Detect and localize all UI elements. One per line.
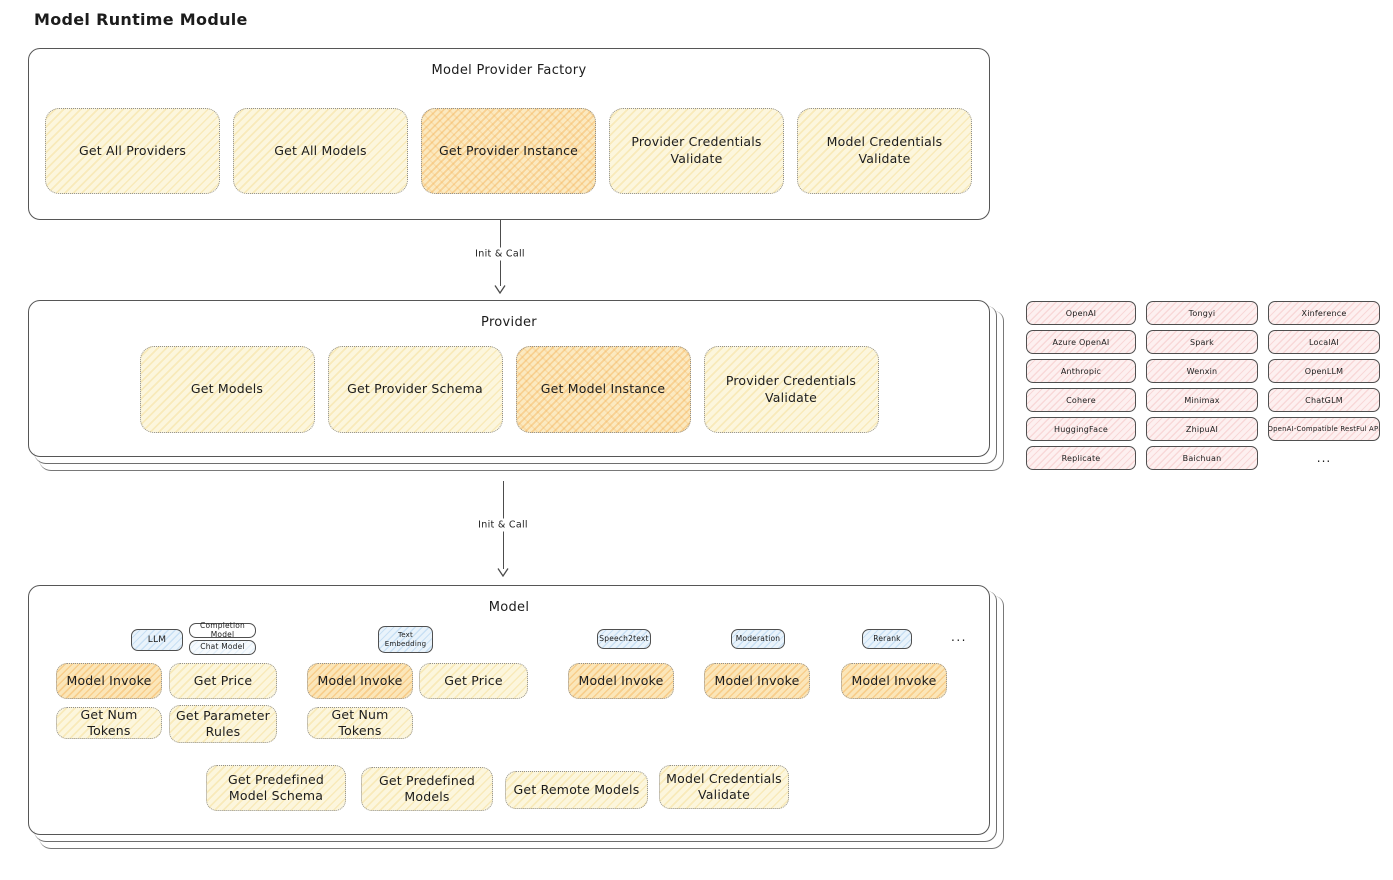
model-title: Model: [488, 600, 530, 615]
providers-grid: OpenAI Tongyi Xinference Azure OpenAI Sp…: [1026, 301, 1380, 470]
provider-chip-anthropic: Anthropic: [1026, 359, 1136, 383]
arrow-head-icon: [497, 568, 509, 577]
factory-container: Model Provider Factory Get All Providers…: [28, 48, 990, 220]
node-get-model-instance: Get Model Instance: [515, 346, 691, 433]
node-get-models: Get Models: [139, 346, 315, 433]
factory-row: Get All Providers Get All Models Get Pro…: [45, 108, 972, 194]
provider-container: Provider Get Models Get Provider Schema …: [28, 300, 1004, 471]
op-model-credentials-validate: Model Credentials Validate: [659, 765, 789, 809]
node-get-all-providers: Get All Providers: [45, 108, 220, 194]
arrow-label-init-call-2: Init & Call: [473, 518, 533, 532]
provider-chip-xinference: Xinference: [1268, 301, 1380, 325]
op-get-predefined-models: Get Predefined Models: [361, 767, 493, 811]
op-embedding-get-num-tokens: Get Num Tokens: [307, 707, 413, 739]
node-model-credentials-validate: Model Credentials Validate: [797, 108, 972, 194]
provider-chip-wenxin: Wenxin: [1146, 359, 1258, 383]
node-get-provider-schema: Get Provider Schema: [327, 346, 503, 433]
op-get-remote-models: Get Remote Models: [505, 771, 648, 809]
provider-chip-replicate: Replicate: [1026, 446, 1136, 470]
provider-row: Get Models Get Provider Schema Get Model…: [29, 346, 989, 433]
node-provider-credentials-validate-2: Provider Credentials Validate: [703, 346, 879, 433]
op-rerank-model-invoke: Model Invoke: [841, 663, 947, 699]
arrow-label-init-call-1: Init & Call: [470, 247, 530, 261]
provider-chip-openai-compatible: OpenAI-Compatible RestFul API: [1268, 417, 1380, 441]
provider-chip-spark: Spark: [1146, 330, 1258, 354]
arrow-provider-to-model: Init & Call: [473, 481, 533, 577]
op-embedding-model-invoke: Model Invoke: [307, 663, 413, 699]
tag-moderation: Moderation: [731, 629, 785, 649]
op-embedding-get-price: Get Price: [419, 663, 528, 699]
provider-chip-localai: LocalAI: [1268, 330, 1380, 354]
provider-chip-azure-openai: Azure OpenAI: [1026, 330, 1136, 354]
node-provider-credentials-validate: Provider Credentials Validate: [609, 108, 784, 194]
op-moderation-model-invoke: Model Invoke: [704, 663, 810, 699]
tag-completion-model: Completion Model: [189, 621, 256, 638]
model-container: Model LLM Completion Model Chat Model Te…: [28, 585, 1004, 849]
tag-chat-model: Chat Model: [189, 640, 256, 655]
tag-rerank: Rerank: [862, 629, 912, 649]
model-tags-ellipsis: ...: [951, 630, 967, 644]
provider-chip-zhipuai: ZhipuAI: [1146, 417, 1258, 441]
tag-text-embedding: Text Embedding: [378, 626, 433, 653]
provider-chip-openllm: OpenLLM: [1268, 359, 1380, 383]
arrow-head-icon: [494, 285, 506, 294]
op-speech2text-model-invoke: Model Invoke: [568, 663, 674, 699]
provider-chip-baichuan: Baichuan: [1146, 446, 1258, 470]
op-llm-get-num-tokens: Get Num Tokens: [56, 707, 162, 739]
provider-chip-ellipsis: ...: [1316, 451, 1332, 465]
page-title: Model Runtime Module: [34, 10, 248, 29]
node-get-provider-instance: Get Provider Instance: [421, 108, 596, 194]
op-get-predefined-model-schema: Get Predefined Model Schema: [206, 765, 346, 811]
op-llm-get-parameter-rules: Get Parameter Rules: [169, 705, 277, 743]
provider-chip-huggingface: HuggingFace: [1026, 417, 1136, 441]
arrow-factory-to-provider: Init & Call: [470, 220, 530, 294]
provider-chip-cohere: Cohere: [1026, 388, 1136, 412]
op-llm-get-price: Get Price: [169, 663, 277, 699]
provider-chip-chatglm: ChatGLM: [1268, 388, 1380, 412]
node-get-all-models: Get All Models: [233, 108, 408, 194]
tag-llm: LLM: [131, 629, 183, 651]
provider-title: Provider: [481, 315, 537, 330]
tag-speech2text: Speech2text: [597, 629, 651, 649]
provider-chip-openai: OpenAI: [1026, 301, 1136, 325]
provider-chip-minimax: Minimax: [1146, 388, 1258, 412]
factory-title: Model Provider Factory: [431, 63, 587, 78]
provider-chip-tongyi: Tongyi: [1146, 301, 1258, 325]
op-llm-model-invoke: Model Invoke: [56, 663, 162, 699]
